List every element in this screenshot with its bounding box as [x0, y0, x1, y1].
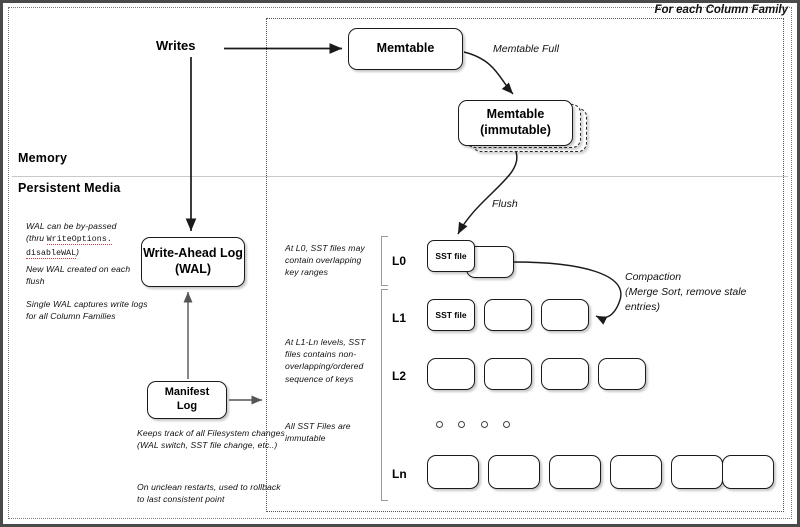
sst-file-l2-1[interactable] [427, 358, 475, 390]
sst-file-l2-3[interactable] [541, 358, 589, 390]
sst-file-l1-3[interactable] [541, 299, 589, 331]
memtable-immutable-box[interactable]: Memtable (immutable) [458, 100, 573, 146]
sst-file-l0-1-label: SST file [435, 250, 467, 261]
note-wal-bypass-line3: disableWAL) [26, 246, 146, 260]
level-label-ln: Ln [392, 467, 407, 481]
column-family-boundary [266, 18, 784, 512]
note-l0: At L0, SST files may contain overlapping… [285, 243, 365, 278]
compaction-line3: entries) [625, 301, 661, 314]
edge-label-flush: Flush [492, 198, 518, 210]
note-sst-immutable: All SST Files are immutable [285, 421, 351, 444]
edge-label-memtable-full: Memtable Full [493, 43, 559, 55]
writes-label: Writes [156, 38, 196, 53]
manifest-log-box[interactable]: Manifest Log [147, 381, 227, 419]
manifest-label-line2: Log [176, 400, 198, 412]
zone-label-memory: Memory [18, 151, 68, 165]
level-bracket-l0 [381, 236, 388, 286]
column-family-label: For each Column Family [654, 4, 788, 16]
level-label-l0: L0 [392, 254, 407, 268]
level-label-l1: L1 [392, 311, 407, 325]
note-l1-ln: At L1-Ln levels, SST files contains non-… [285, 337, 366, 384]
note-manifest-purpose: Keeps track of all Filesystem changes (W… [137, 428, 285, 451]
sst-file-l0-1[interactable]: SST file [427, 240, 475, 272]
level-bracket-l1-ln [381, 289, 388, 501]
zone-label-persistent: Persistent Media [18, 181, 121, 195]
sst-file-ln-2[interactable] [488, 455, 540, 489]
sst-file-l2-2[interactable] [484, 358, 532, 390]
note-wal-bypass-line2: (thru WriteOptions. [26, 232, 146, 246]
write-ahead-log-box[interactable]: Write-Ahead Log (WAL) [141, 237, 245, 287]
code-writeoptions: WriteOptions. [46, 235, 112, 246]
sst-file-ln-1[interactable] [427, 455, 479, 489]
memory-persistent-divider [12, 176, 788, 177]
sst-file-l1-1[interactable]: SST file [427, 299, 475, 331]
wal-label-line2: (WAL) [174, 262, 212, 276]
sst-file-l1-1-label: SST file [435, 309, 467, 320]
inner-dotted-frame [8, 7, 792, 519]
note-wal-bypass-pre: (thru [26, 233, 47, 244]
memtable-box[interactable]: Memtable [348, 28, 463, 70]
sst-file-ln-6[interactable] [722, 455, 774, 489]
ellipsis-dot-3 [481, 421, 488, 428]
sst-file-ln-5[interactable] [671, 455, 723, 489]
sst-file-l2-4[interactable] [598, 358, 646, 390]
note-single-wal: Single WAL captures write logs for all C… [26, 299, 148, 322]
note-wal-bypass-post: ) [76, 246, 80, 257]
ellipsis-dot-4 [503, 421, 510, 428]
memtable-immutable-label-line1: Memtable [486, 107, 545, 122]
code-disablewal: disableWAL [26, 248, 77, 259]
memtable-label: Memtable [376, 41, 435, 56]
edge-label-compaction: Compaction (Merge Sort, remove stale ent… [625, 270, 746, 316]
ellipsis-dot-2 [458, 421, 465, 428]
note-new-wal: New WAL created on each flush [26, 264, 131, 287]
note-wal-bypass: WAL can be by-passed (thru WriteOptions.… [26, 220, 146, 259]
note-manifest-rollback: On unclean restarts, used to rollback to… [137, 482, 281, 505]
memtable-immutable-label-line2: (immutable) [480, 123, 551, 137]
sst-file-ln-3[interactable] [549, 455, 601, 489]
level-label-l2: L2 [392, 369, 407, 383]
sst-file-ln-4[interactable] [610, 455, 662, 489]
ellipsis-dot-1 [436, 421, 443, 428]
note-wal-bypass-line1: WAL can be by-passed [26, 221, 117, 231]
compaction-line2: (Merge Sort, remove stale [625, 286, 747, 299]
sst-file-l1-2[interactable] [484, 299, 532, 331]
wal-label-line1: Write-Ahead Log [143, 246, 243, 261]
manifest-label-line1: Manifest [164, 386, 210, 399]
compaction-line1: Compaction [625, 271, 682, 283]
